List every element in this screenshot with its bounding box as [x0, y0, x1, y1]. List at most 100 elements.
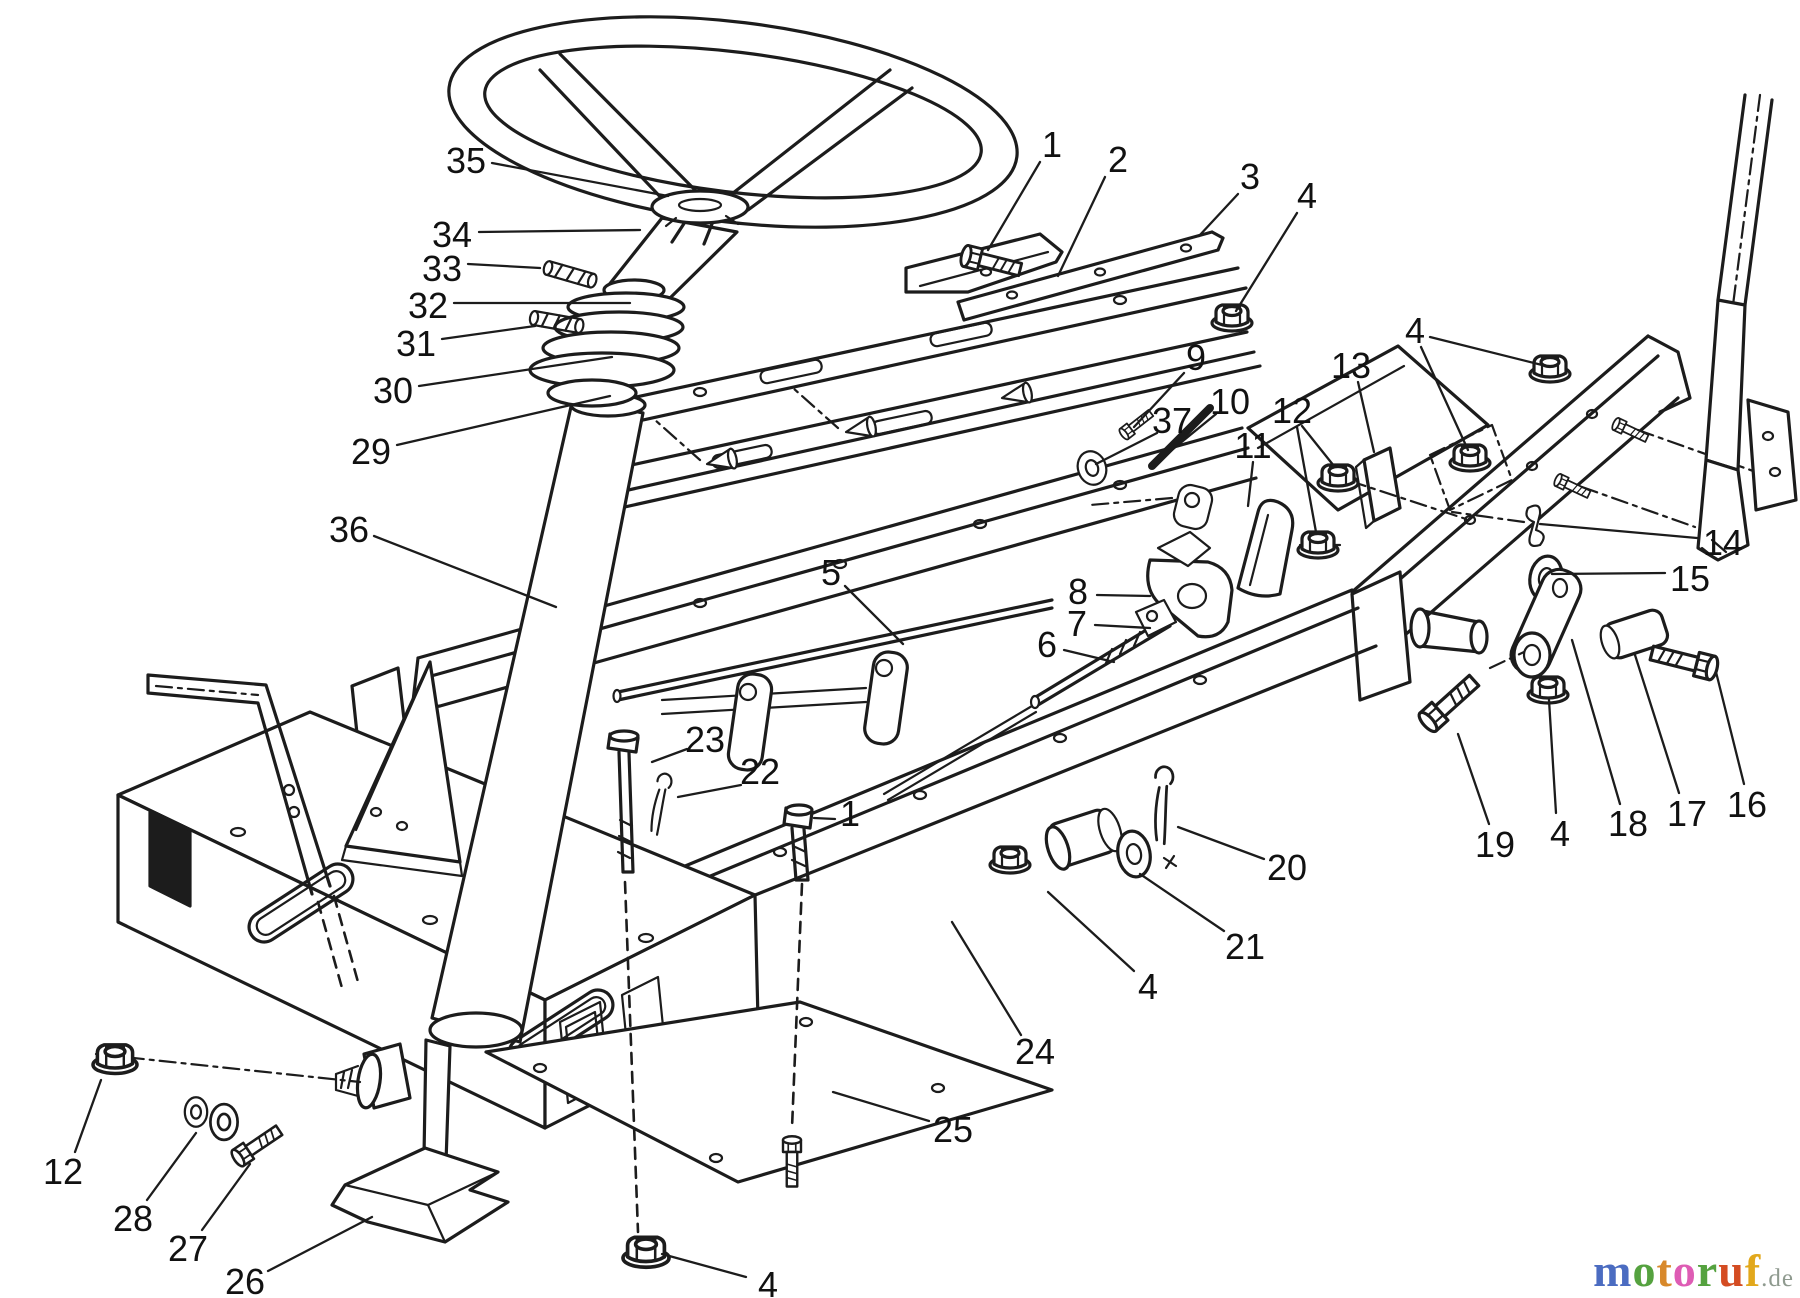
- logo-letter: m: [1593, 1245, 1633, 1296]
- callout-11: 11: [1234, 425, 1271, 466]
- logo-tld: .de: [1761, 1265, 1794, 1292]
- callout-leader-10: [1160, 412, 1218, 460]
- callout-leader-3: [1197, 192, 1240, 238]
- callout-leader-35: [490, 161, 670, 198]
- callout-34: 34: [432, 214, 472, 255]
- callout-leader-18: [1570, 638, 1622, 806]
- callout-leader-11: [1246, 460, 1255, 508]
- callout-13: 13: [1331, 345, 1371, 386]
- callout-35: 35: [446, 140, 486, 181]
- callout-28: 28: [113, 1198, 153, 1239]
- callout-leader-4: [1419, 345, 1470, 452]
- callout-2: 2: [1108, 139, 1128, 180]
- callout-12: 12: [43, 1151, 83, 1192]
- callout-leader-30: [417, 355, 614, 388]
- callout-leader-4: [1046, 890, 1136, 973]
- logo-letter: o: [1632, 1245, 1657, 1296]
- callout-leader-20: [1176, 825, 1266, 861]
- callout-4: 4: [1550, 813, 1570, 854]
- callout-leader-37: [1094, 431, 1159, 466]
- callout-leader-19: [1456, 732, 1491, 826]
- callout-leader-25: [831, 1090, 931, 1123]
- callout-leader-15: [1550, 571, 1667, 576]
- callout-leader-12: [1300, 424, 1336, 468]
- callout-17: 17: [1667, 793, 1707, 834]
- callout-leader-4: [1234, 211, 1299, 313]
- brake-lever: [146, 673, 332, 896]
- callout-37: 37: [1152, 400, 1192, 441]
- callout-leader-1: [812, 816, 837, 821]
- callout-leader-28: [145, 1131, 198, 1202]
- callout-1: 1: [1042, 124, 1062, 165]
- callout-16: 16: [1727, 784, 1767, 825]
- callout-36: 36: [329, 509, 369, 550]
- callout-leader-33: [466, 262, 542, 270]
- callout-5: 5: [821, 552, 841, 593]
- callout-leader-13: [1356, 380, 1376, 454]
- callout-leader-29: [395, 394, 612, 447]
- callout-26: 26: [225, 1261, 265, 1298]
- callout-leader-14: [1538, 522, 1699, 540]
- callout-leader-4: [1428, 335, 1548, 368]
- callout-6: 6: [1037, 624, 1057, 665]
- callout-19: 19: [1475, 824, 1515, 865]
- callout-leader-6: [1062, 648, 1116, 664]
- callout-18: 18: [1608, 803, 1648, 844]
- callout-29: 29: [351, 431, 391, 472]
- callout-4: 4: [1138, 966, 1158, 1007]
- fasteners: [91, 242, 1572, 1170]
- callout-leader-4: [1547, 698, 1558, 815]
- callout-8: 8: [1068, 571, 1088, 612]
- callout-leader-26: [266, 1215, 374, 1273]
- callout-1: 1: [840, 793, 860, 834]
- callout-4: 4: [1297, 175, 1317, 216]
- callout-30: 30: [373, 370, 413, 411]
- callout-leader-24: [950, 920, 1023, 1037]
- callout-3: 3: [1240, 156, 1260, 197]
- callout-7: 7: [1067, 603, 1087, 644]
- callout-leader-36: [372, 534, 558, 609]
- callout-4: 4: [1405, 310, 1425, 351]
- callout-leader-22: [676, 783, 743, 799]
- callout-leader-31: [440, 324, 537, 341]
- callout-21: 21: [1225, 926, 1265, 967]
- callout-23: 23: [685, 719, 725, 760]
- logo-letter: r: [1696, 1245, 1719, 1296]
- callout-25: 25: [933, 1109, 973, 1150]
- steering-shaft-foot: [330, 1038, 510, 1244]
- callout-leader-12: [1295, 425, 1318, 534]
- callout-14: 14: [1703, 522, 1743, 563]
- callout-31: 31: [396, 323, 436, 364]
- callout-15: 15: [1670, 558, 1710, 599]
- callout-leader-8: [1095, 593, 1152, 598]
- right-end-parts: [988, 504, 1722, 879]
- base-plate: [484, 880, 1054, 1270]
- watermark-motoruf-logo: motoruf.de: [1593, 1248, 1794, 1294]
- callout-leader-5: [843, 584, 905, 646]
- steering-column: [428, 216, 739, 1049]
- callout-leader-16: [1714, 670, 1746, 786]
- callout-leader-21: [1138, 872, 1226, 933]
- callout-leader-1: [986, 160, 1042, 252]
- callout-leader-17: [1633, 653, 1681, 795]
- dash-support-rails: [560, 230, 1262, 518]
- callout-leader-2: [1056, 175, 1107, 278]
- callout-33: 33: [422, 248, 462, 289]
- callout-22: 22: [740, 751, 780, 792]
- logo-letter: f: [1744, 1245, 1762, 1296]
- callout-10: 10: [1210, 381, 1250, 422]
- callout-32: 32: [408, 285, 448, 326]
- callout-12: 12: [1272, 390, 1312, 431]
- callout-9: 9: [1186, 337, 1206, 378]
- callout-24: 24: [1015, 1031, 1055, 1072]
- callout-leader-7: [1093, 623, 1152, 630]
- callout-20: 20: [1267, 847, 1307, 888]
- logo-letter: o: [1672, 1245, 1697, 1296]
- callout-4: 4: [758, 1264, 778, 1298]
- steering-support-strut: [1696, 93, 1798, 562]
- callout-27: 27: [168, 1228, 208, 1269]
- callout-leader-27: [200, 1162, 252, 1232]
